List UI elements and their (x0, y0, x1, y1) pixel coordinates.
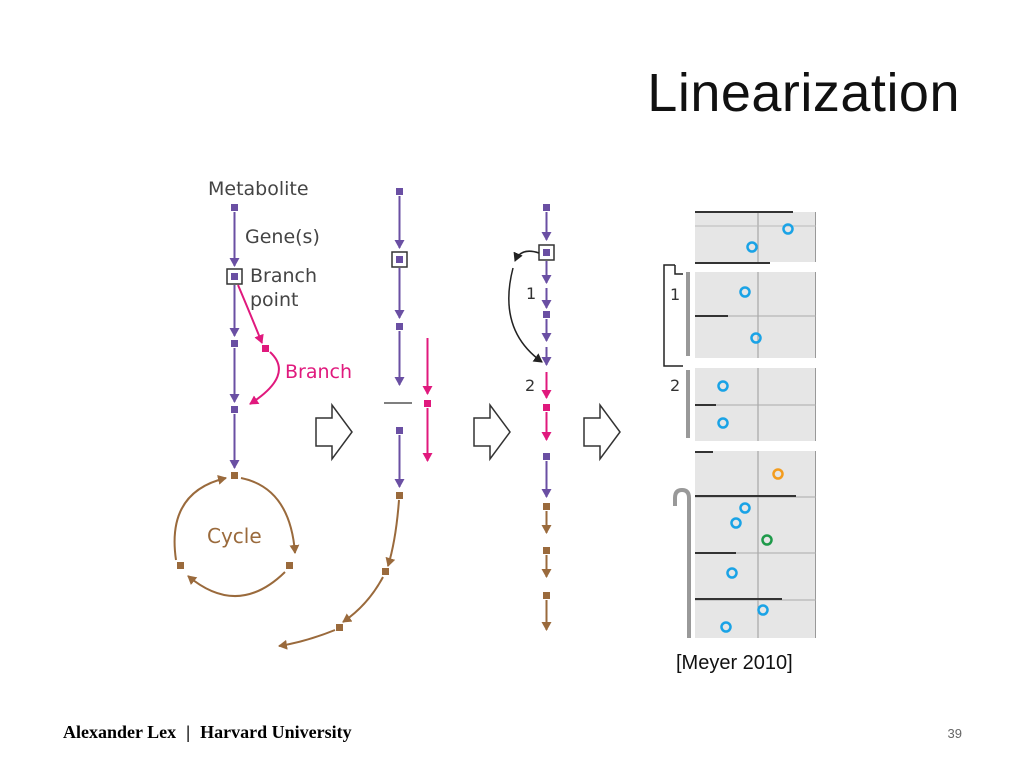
metabolite-node (231, 406, 238, 413)
data-marker-blue (757, 604, 769, 616)
data-column-background (695, 212, 816, 638)
cycle-node (177, 562, 184, 569)
data-marker-blue (717, 380, 729, 392)
metabolite-node (396, 427, 403, 434)
cycle-node (396, 492, 403, 499)
cycle-node (231, 472, 238, 479)
transition-arrow-3 (583, 402, 621, 462)
cycle-arrow (342, 576, 384, 623)
branch-label: Branch (285, 361, 352, 383)
branch-node (424, 400, 431, 407)
data-marker-blue (717, 417, 729, 429)
cycle-arrow (278, 629, 336, 650)
branch-arrow (249, 351, 280, 405)
data-marker-blue (720, 621, 732, 633)
row-gap (695, 441, 816, 451)
slide-title: Linearization (647, 63, 960, 123)
branch-node (543, 404, 550, 411)
branch-point-node (391, 251, 408, 268)
data-marker-blue (730, 517, 742, 529)
branch-bracket-tick (674, 265, 683, 275)
metabolite-node (543, 453, 550, 460)
cycle-arrow (385, 499, 400, 567)
cycle-node (543, 503, 550, 510)
metabolite-node (543, 311, 550, 318)
bracket-1-label: 1 (670, 285, 680, 304)
footer-separator: | (186, 722, 191, 742)
footer-author: Alexander Lex (63, 722, 177, 742)
transition-arrow-1 (315, 402, 353, 462)
footer: Alexander Lex | Harvard University (63, 722, 352, 743)
branch-point-label-line2: point (250, 289, 298, 311)
branch-point-label-line1: Branch (250, 265, 317, 287)
data-marker-blue (782, 223, 794, 235)
cycle-hook-bar (673, 487, 691, 638)
linearized-data-view: 1 2 (663, 211, 816, 638)
row-gap (695, 262, 816, 272)
data-marker-blue (750, 332, 762, 344)
branch-point-inner (231, 273, 238, 280)
bracket-2-label: 2 (670, 376, 680, 395)
data-marker-orange (772, 468, 784, 480)
transition-arrow-2 (473, 402, 511, 462)
cycle-node (382, 568, 389, 575)
metabolite-node (231, 204, 238, 211)
branch-arrow (237, 284, 264, 344)
step-1-label: 1 (526, 284, 536, 303)
data-marker-blue (726, 567, 738, 579)
metabolite-node (396, 188, 403, 195)
data-marker-blue (746, 241, 758, 253)
cycle-arrow (173, 474, 227, 561)
cycle-node (286, 562, 293, 569)
cycle-node (336, 624, 343, 631)
metabolite-label: Metabolite (208, 178, 309, 200)
cycle-arrow (240, 477, 300, 554)
footer-institution: Harvard University (200, 722, 352, 742)
data-marker-blue (739, 502, 751, 514)
cycle-arrow (187, 571, 286, 597)
branch-node (262, 345, 269, 352)
genes-label: Gene(s) (245, 226, 320, 248)
cycle-node (543, 592, 550, 599)
data-marker-green (761, 534, 773, 546)
metabolite-node (231, 340, 238, 347)
metabolite-node (543, 204, 550, 211)
row-gap (695, 358, 816, 368)
step-1-back-arrow (513, 250, 540, 262)
cycle-node (543, 547, 550, 554)
linear-sequence: 1 2 (508, 204, 555, 631)
metabolite-node (396, 323, 403, 330)
branch-point-inner (543, 249, 550, 256)
cycle-label: Cycle (207, 524, 262, 548)
step-2-label: 2 (525, 376, 535, 395)
original-pathway: Metabolite Gene(s) Branch point Branch C… (173, 178, 352, 597)
branch-point-node (226, 268, 243, 285)
step-2-jump-arrow (508, 267, 543, 363)
citation: [Meyer 2010] (676, 652, 793, 674)
data-marker-blue (739, 286, 751, 298)
page-number: 39 (947, 726, 962, 741)
split-pathway (278, 188, 433, 650)
branch-bracket (663, 264, 683, 367)
branch-point-inner (396, 256, 403, 263)
